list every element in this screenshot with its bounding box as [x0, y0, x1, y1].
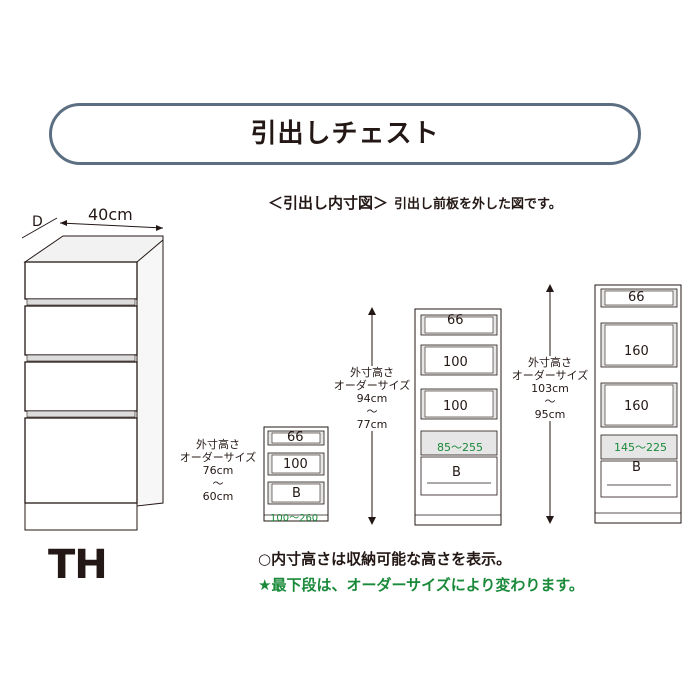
chest-drawer-front	[24, 361, 138, 412]
large-height-label: 外寸高さ オーダーサイズ 103cm 〜 95cm	[506, 356, 594, 421]
title-banner: 引出しチェスト	[49, 103, 641, 165]
medium-cabinet-diagram	[414, 308, 502, 526]
page-title: 引出しチェスト	[250, 119, 440, 149]
arrow-right-icon	[156, 225, 163, 231]
small-height-label: 外寸高さ オーダーサイズ 76cm 〜 60cm	[179, 438, 257, 503]
small-drawer-2: 100	[283, 457, 308, 472]
small-drawer-1: 66	[287, 430, 304, 445]
large-bottom-label: B	[632, 460, 641, 475]
arrow-left-icon	[60, 220, 67, 226]
model-name: TH	[48, 542, 108, 588]
medium-drawer-3: 100	[443, 399, 468, 414]
width-dimension-line	[59, 222, 164, 229]
note-bottom-drawer: ★最下段は、オーダーサイズにより変わります。	[258, 576, 584, 594]
medium-height-label: 外寸高さ オーダーサイズ 94cm 〜 77cm	[330, 366, 414, 431]
note-inner-height: ○内寸高さは収納可能な高さを表示。	[258, 550, 512, 568]
chest-drawer-front	[24, 417, 138, 504]
diagram-caption: ＜引出し内寸図＞ 引出し前板を外した図です。	[268, 192, 562, 213]
small-drawer-3: B	[292, 486, 301, 501]
medium-bottom-label: B	[452, 465, 461, 480]
small-cabinet-diagram	[263, 426, 329, 522]
large-drawer-3: 160	[624, 399, 649, 414]
large-range: 145〜225	[614, 441, 667, 454]
depth-dimension-line	[21, 217, 58, 239]
medium-range: 85〜255	[437, 441, 483, 454]
medium-drawer-1: 66	[447, 313, 464, 328]
medium-drawer-2: 100	[443, 355, 468, 370]
width-label: 40cm	[88, 205, 133, 224]
large-drawer-1: 66	[628, 290, 645, 305]
depth-label: D	[32, 214, 43, 230]
caption-sub: 引出し前板を外した図です。	[394, 197, 562, 212]
caption-main: ＜引出し内寸図＞	[268, 194, 389, 212]
chest-drawer-front	[24, 305, 138, 356]
chest-drawer-front	[24, 261, 138, 300]
small-bottom-range: 100〜260	[270, 513, 319, 524]
large-cabinet-diagram	[594, 284, 682, 524]
large-drawer-2: 160	[624, 344, 649, 359]
